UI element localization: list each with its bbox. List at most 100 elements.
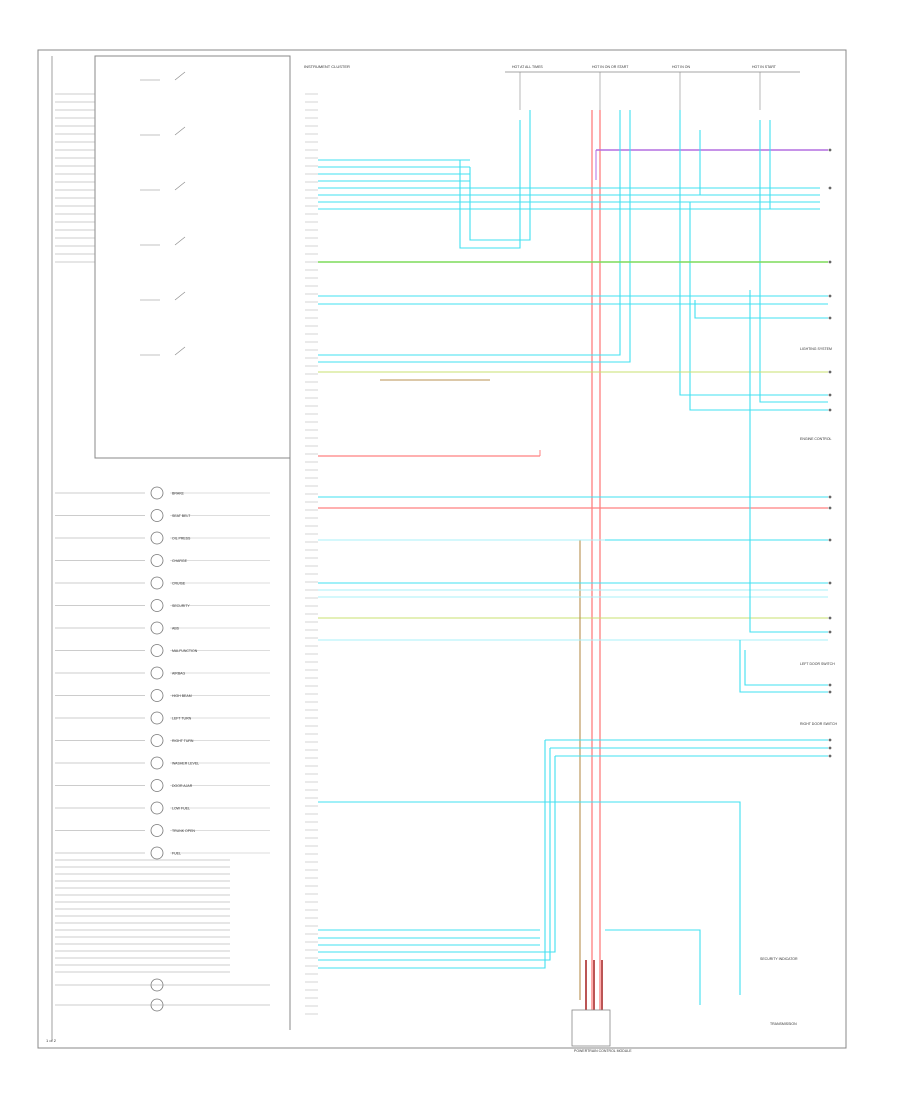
connectors-group <box>571 148 832 1047</box>
module-wire <box>605 929 701 1005</box>
indicator-label-11: RIGHT TURN <box>172 739 194 743</box>
bottom-module-box <box>571 1009 611 1047</box>
indicator-label-6: ABS <box>172 627 180 631</box>
header-label: INSTRUMENT CLUSTER <box>304 64 350 69</box>
fuse-label-1: HOT IN ON OR START <box>592 65 629 69</box>
pins-group <box>55 93 318 1015</box>
lower-route-1 <box>318 740 546 969</box>
indicator-bulb-9 <box>150 689 164 702</box>
fuse-label-3: HOT IN START <box>752 65 777 69</box>
signal-route-d <box>318 130 701 196</box>
page-frame <box>37 49 847 1049</box>
indicator-bulb-12 <box>150 756 164 770</box>
switch-blade-1 <box>174 126 186 136</box>
indicator-label-5: SECURITY <box>172 604 190 608</box>
right-pin-11 <box>828 581 832 585</box>
mid-signal-e <box>739 640 828 693</box>
indicator-bulb-14 <box>150 801 164 815</box>
right-pin-4 <box>828 316 832 320</box>
right-pin-8 <box>828 495 832 499</box>
right-pin-9 <box>828 506 832 510</box>
indicator-label-13: DOOR AJAR <box>172 784 193 788</box>
footer-label: 1 of 2 <box>46 1038 57 1043</box>
indicator-label-0: BRAKE <box>172 492 185 496</box>
labels-group: HOT AT ALL TIMES HOT IN ON OR START HOT IN… <box>172 65 838 1053</box>
switch-blade-3 <box>174 236 186 246</box>
indicator-bulb-3 <box>150 554 164 567</box>
indicator-bulb-13 <box>150 779 164 792</box>
wires-group <box>318 71 828 1010</box>
right-pin-1 <box>828 186 832 190</box>
right-pin-18 <box>828 754 832 758</box>
indicator-bulb-2 <box>150 531 164 545</box>
indicator-label-10: LEFT TURN <box>172 717 192 721</box>
right-pin-5 <box>828 370 832 374</box>
signal-route-b <box>469 110 531 241</box>
right-pin-13 <box>828 630 832 634</box>
indicator-bulb-16 <box>150 846 164 860</box>
signal-route-e <box>318 201 828 411</box>
cluster-box <box>94 55 291 459</box>
indicator-bulb-1 <box>150 509 164 522</box>
right-pin-12 <box>828 616 832 620</box>
signal-route-k <box>694 300 828 319</box>
connector-label-1: ENGINE CONTROL <box>800 437 832 441</box>
indicator-bulb-15 <box>150 824 164 837</box>
fuse-label-2: HOT IN ON <box>672 65 690 69</box>
indicator-bulb-4 <box>150 576 164 590</box>
indicator-label-2: OIL PRESS <box>172 537 191 541</box>
bottom-module-label: POWERTRAIN CONTROL MODULE <box>574 1049 632 1053</box>
indicator-label-12: WASHER LEVEL <box>172 762 199 766</box>
connector-label-0: LIGHTING SYSTEM <box>800 347 832 351</box>
indicator-bulb-5 <box>150 599 164 612</box>
right-pin-6 <box>828 393 832 397</box>
switch-blade-5 <box>174 346 186 356</box>
right-pin-16 <box>828 738 832 742</box>
connector-label-5: TRANSMISSION <box>770 1022 797 1026</box>
right-pin-3 <box>828 294 832 298</box>
mid-signal-d <box>749 290 828 633</box>
connector-label-3: RIGHT DOOR SWITCH <box>800 722 838 726</box>
switch-blade-2 <box>174 181 186 191</box>
indicator-label-4: CRUISE <box>172 582 186 586</box>
indicators-group <box>55 71 270 1012</box>
indicator-bulb-8 <box>150 666 164 680</box>
indicator-label-14: LOW FUEL <box>172 807 190 811</box>
indicator-bulb-6 <box>150 621 164 635</box>
signal-route-j <box>759 120 828 403</box>
right-pin-10 <box>828 538 832 542</box>
right-pin-17 <box>828 746 832 750</box>
signal-route-i <box>679 110 828 396</box>
right-pin-15 <box>828 690 832 694</box>
indicator-bulb-10 <box>150 711 164 725</box>
right-pin-7 <box>828 408 832 412</box>
indicator-label-1: SEAT BELT <box>172 514 191 518</box>
connector-label-4: SECURITY INDICATOR <box>760 957 798 961</box>
signal-route-f <box>318 120 771 210</box>
indicator-bulb-0 <box>150 486 164 500</box>
right-pin-14 <box>828 683 832 687</box>
connector-label-2: LEFT DOOR SWITCH <box>800 662 835 666</box>
lower-route-2 <box>318 748 551 961</box>
signal-route-g <box>318 110 621 356</box>
right-pin-0 <box>828 148 832 152</box>
indicator-label-3: CHARGE <box>172 559 188 563</box>
indicator-bulb-11 <box>150 734 164 747</box>
lower-route-3 <box>318 756 556 953</box>
switch-blade-0 <box>174 71 186 81</box>
lower-route-4 <box>318 801 741 995</box>
mid-signal-f <box>744 650 828 686</box>
indicator-label-16: FUEL <box>172 852 181 856</box>
indicator-bulb-7 <box>150 644 164 657</box>
fuse-label-0: HOT AT ALL TIMES <box>512 65 543 69</box>
right-pin-2 <box>828 260 832 264</box>
indicator-label-15: TRUNK OPEN <box>172 829 195 833</box>
switch-blade-4 <box>174 291 186 301</box>
indicator-label-7: MALFUNCTION <box>172 649 198 653</box>
indicator-label-9: HIGH BEAM <box>172 694 192 698</box>
signal-route-a <box>459 120 521 249</box>
signal-route-h <box>318 110 631 363</box>
indicator-label-8: AIRBAG <box>172 672 186 676</box>
